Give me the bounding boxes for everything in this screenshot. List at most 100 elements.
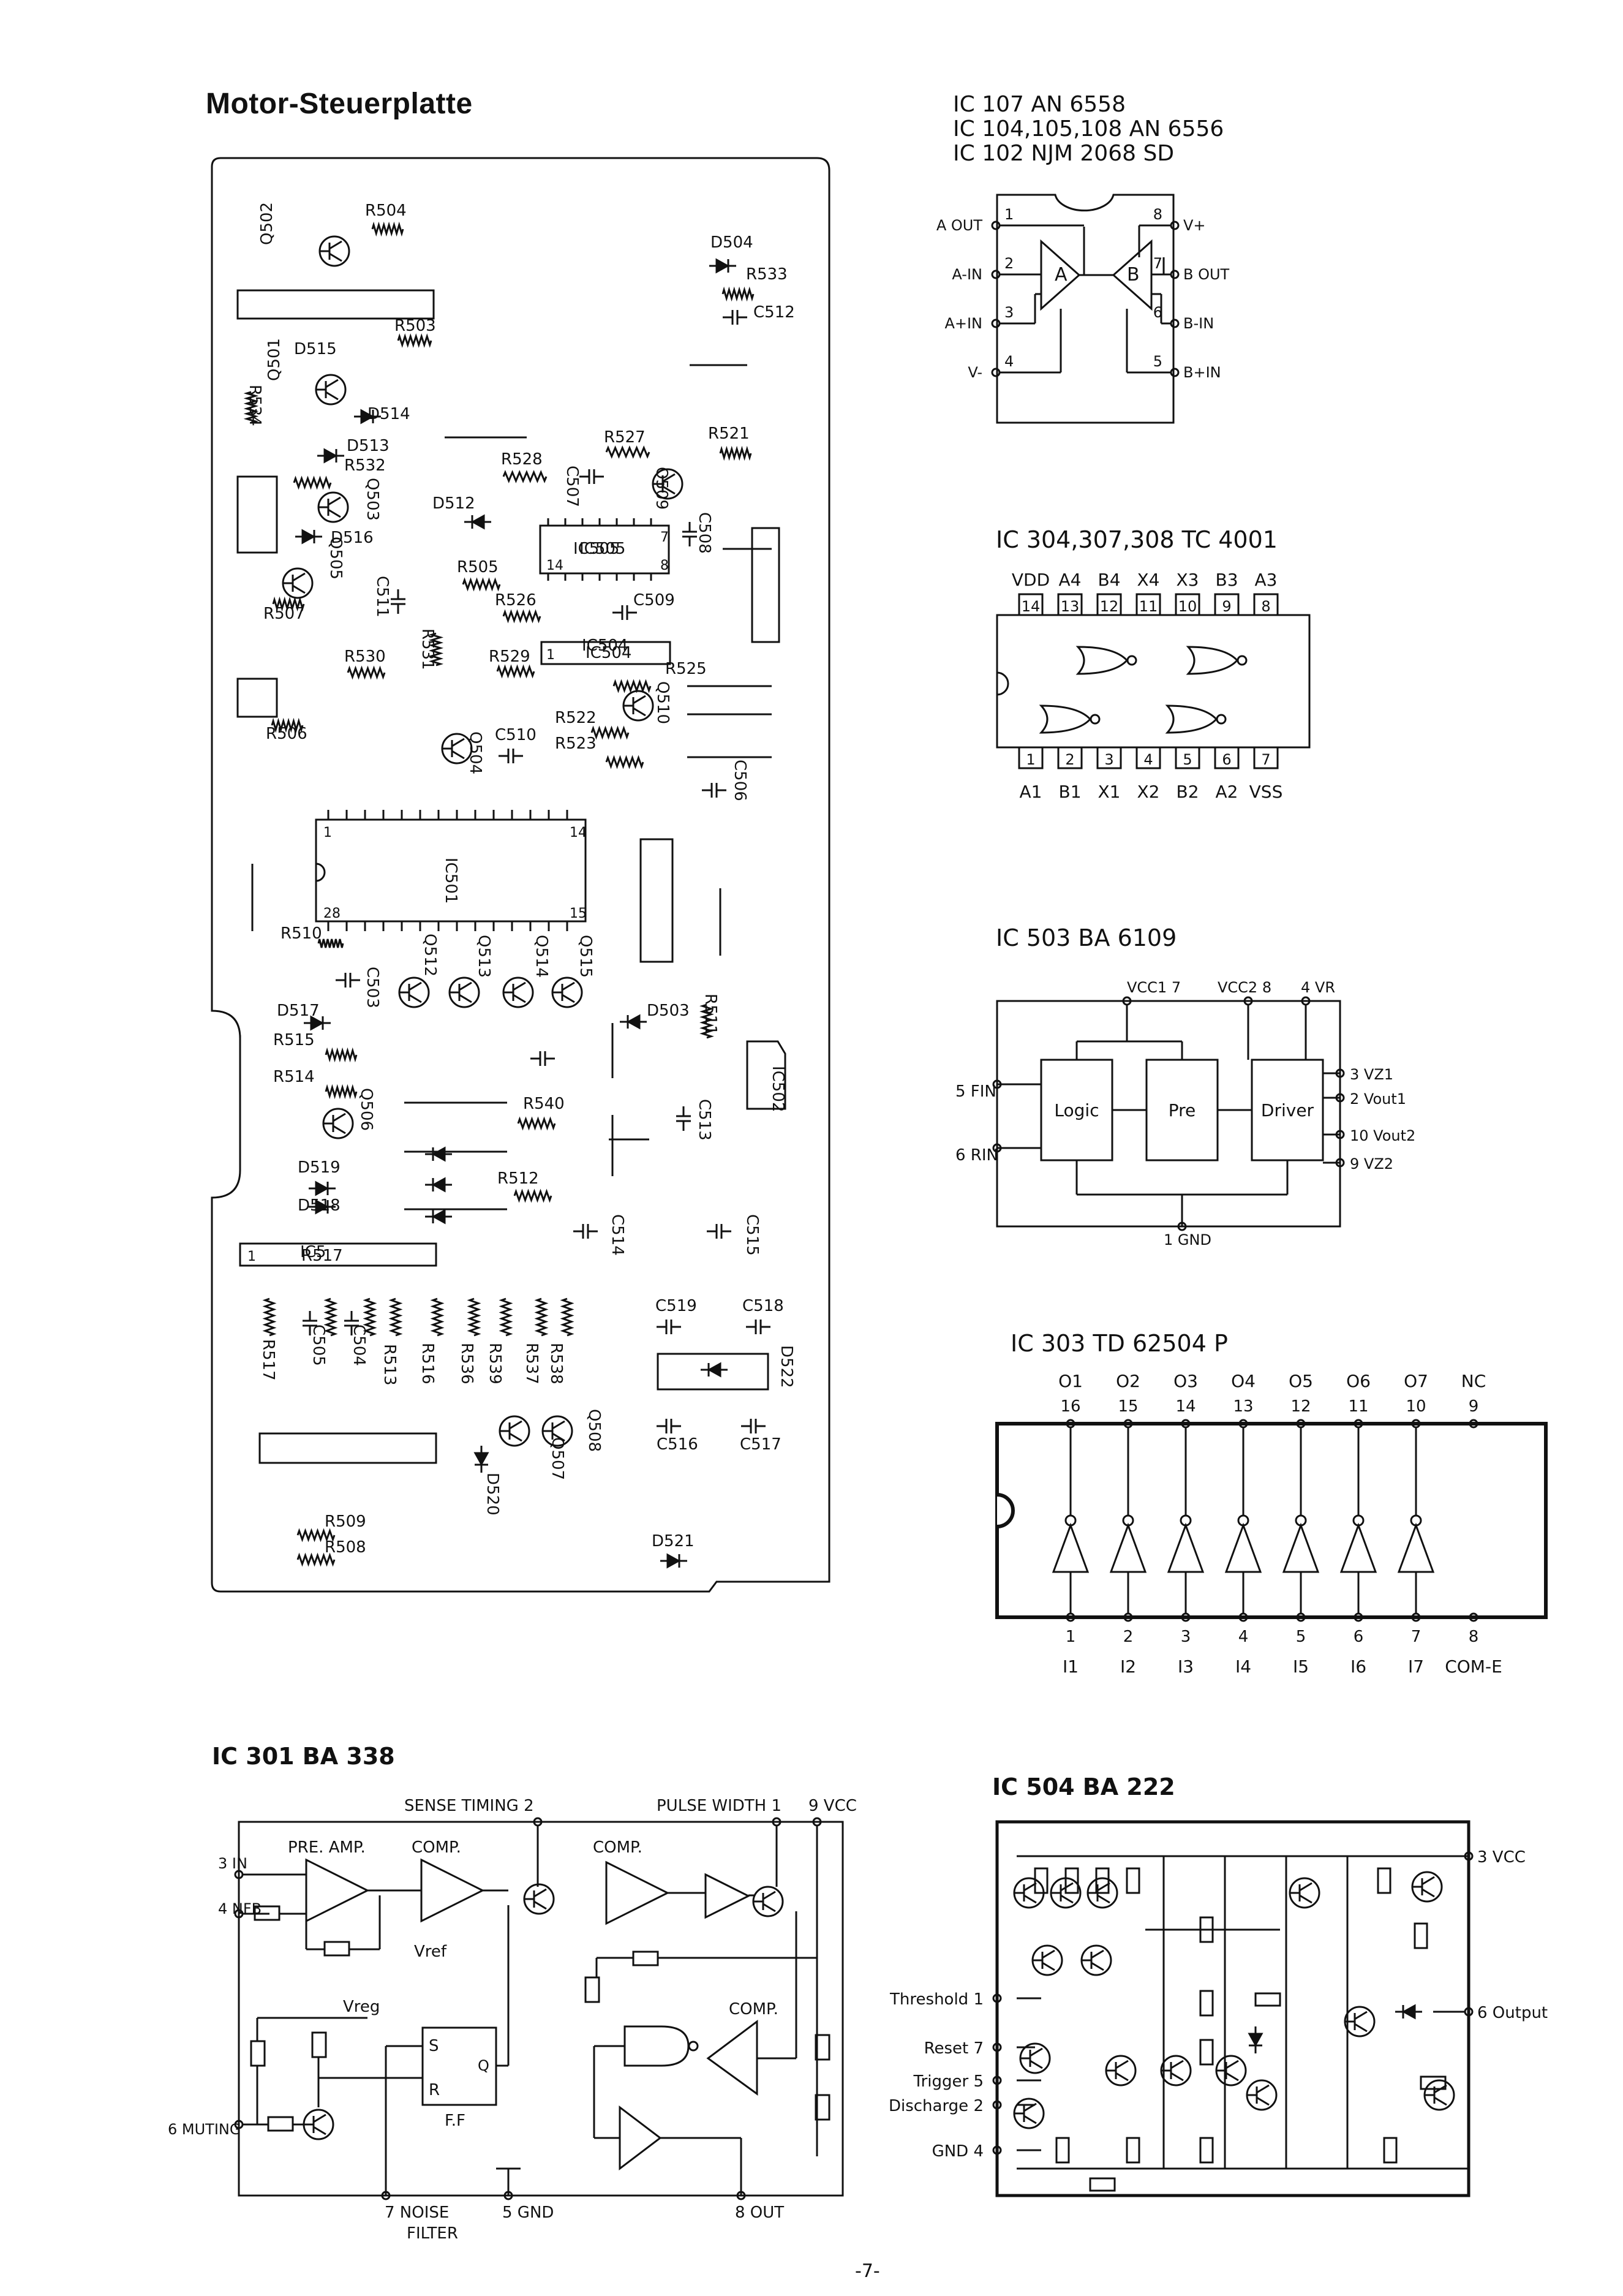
transistor-q515 [562,981,575,991]
ic-4558-pin-label: V- [968,364,982,381]
ic-td62504-bottom-pin-number: 1 [1066,1628,1076,1646]
ic-td62504-title: IC 303 TD 62504 P [1011,1330,1228,1357]
pcb-label-d515: D515 [294,340,337,358]
diode-d513 [323,448,338,464]
ic-ba222-transistor [1256,2084,1270,2094]
resistor-r521 [719,445,752,461]
pcb-label-ic502: IC502 [769,1066,787,1112]
ic-4558-pin-v- [991,368,1001,377]
ic-ba6109-pin [1177,1222,1187,1231]
transistor-q503 [328,496,341,506]
transistor-q504 [451,750,465,760]
ic-ba6109-vcc2: VCC2 8 [1218,979,1271,996]
ic-4558-body [996,194,1175,424]
ic-4001-top-pin-number: 12 [1100,598,1119,615]
ic-ba6109-right-pin-2: 2 Vout1 [1350,1090,1406,1108]
ic504-pin: 1 [546,648,555,663]
ic-4558-pin-label: A OUT [936,217,983,234]
ic-4558-pin-number: 4 [1004,353,1014,370]
resistor-r532 [293,475,332,490]
ic-td62504-bottom-pin-number: 2 [1123,1628,1134,1646]
pcb-label-q505: Q505 [326,537,345,580]
ic-ba338-vreg: Vreg [343,1998,380,2016]
ic-td62504-input-label: I6 [1350,1656,1366,1677]
ic-ba222-left-pin-3: Trigger 5 [913,2072,984,2091]
ic-ba222-left-pin-4: Discharge 2 [889,2097,984,2115]
pcb-label-r510: R510 [281,924,322,943]
transistor-q508 [552,1432,565,1442]
connector-strip-3 [751,527,780,643]
pcb-label-c516: C516 [657,1435,698,1454]
ic-ba222-resistor [1377,1867,1391,1894]
ic-4001-bottom-pin-number: 7 [1261,751,1270,768]
pcb-label-c512: C512 [753,303,795,322]
pcb-vertical-component [534,1297,549,1337]
ic-ba222-transistor [1091,1949,1104,1959]
transistor-q508 [552,1420,565,1430]
ic-ba222-transistor [1354,2011,1368,2020]
ic-ba222-transistor [1299,1894,1312,1904]
pcb-label-d504: D504 [710,233,753,252]
ic-4001-bottom-pin-label: B1 [1058,782,1081,802]
pcb-label-r515: R515 [273,1031,315,1049]
ic5-label: R517 [301,1247,343,1265]
ic-ba222-title: IC 504 BA 222 [992,1773,1175,1800]
ic-4001-top-pin-number: 9 [1222,598,1231,615]
ic-ba222-transistor [1023,1882,1037,1892]
pcb-label-r513: R513 [380,1344,399,1386]
ic-td62504-inverter [1052,1522,1090,1573]
pcb-label-r514: R514 [273,1068,315,1086]
pcb-label-r509: R509 [325,1512,366,1531]
ic504-label: IC504 [586,644,631,662]
resistor-r534 [243,391,259,424]
ic-td62504-output-label: O4 [1231,1371,1256,1391]
pcb-label-r527: R527 [604,428,646,447]
ic-ba338-filter-label: FILTER [407,2224,458,2243]
pcb-label-r537: R537 [522,1343,541,1384]
ic-4558-pin-a out [991,221,1001,230]
ic-td62504-output-label: O2 [1116,1371,1140,1391]
pcb-label-r508: R508 [325,1538,366,1557]
transistor-q503 [328,508,341,518]
ic-4001-bottom-pin-number: 3 [1104,751,1113,768]
ic-ba338-comp1-label: COMP. [412,1838,461,1857]
ic-ba6109-body [996,1000,1341,1228]
transistor-q514 [513,981,526,991]
ic505-pin: 14 [546,558,563,573]
ic-td62504-bottom-pin-number: 5 [1296,1628,1306,1646]
pcb-label-c508: C508 [695,512,714,554]
pcb-label-c503: C503 [363,967,382,1008]
ic-4001-bottom-pin-number: 1 [1026,751,1035,768]
diode-d521 [666,1553,681,1569]
ic-ba338-transistor [763,1890,776,1900]
pcb-vertical-component [262,1297,277,1337]
ic-td62504-output-label: O7 [1404,1371,1428,1391]
resistor-r533 [721,286,755,302]
resistor-r510 [317,938,344,948]
ic-4558-title-line2: IC 104,105,108 AN 6556 [953,116,1224,142]
ic-ba222-transistor [1422,1876,1435,1886]
pcb-label-q512: Q512 [421,934,439,976]
ic-ba6109-title: IC 503 BA 6109 [996,924,1177,951]
ic501-pin: 28 [323,906,341,921]
connector-strip-2 [236,475,278,554]
ic-ba222-transistor [1091,1962,1104,1971]
pcb-label-q504: Q504 [466,731,484,774]
ic-4001-nor-gate-2 [1237,655,1248,666]
ic-4558-pin-a+in [991,319,1001,328]
ic-ba222-resistor [1199,1990,1214,2017]
pcb-label-c510: C510 [495,726,537,744]
ic-4001-bottom-pin-label: A2 [1216,782,1238,802]
ic-td62504-top-pin-number: 9 [1469,1397,1479,1416]
ic-ba338-comp1 [420,1858,485,1923]
ic-ba338-transistor [313,2126,326,2136]
pcb-vertical-component [430,1297,445,1337]
ic-4001-top-pin-label: B4 [1098,570,1120,590]
ic-ba338-transistor [533,1900,547,1910]
ic-ba338-in: 3 IN [218,1855,247,1872]
ic-ba338-resistor [323,1941,350,1957]
ic-ba222-resistor [1055,2137,1070,2164]
resistor-r523 [605,755,644,769]
ic-ba222-transistor [1115,2072,1129,2082]
ic-ba6109-gnd: 1 GND [1164,1231,1211,1248]
